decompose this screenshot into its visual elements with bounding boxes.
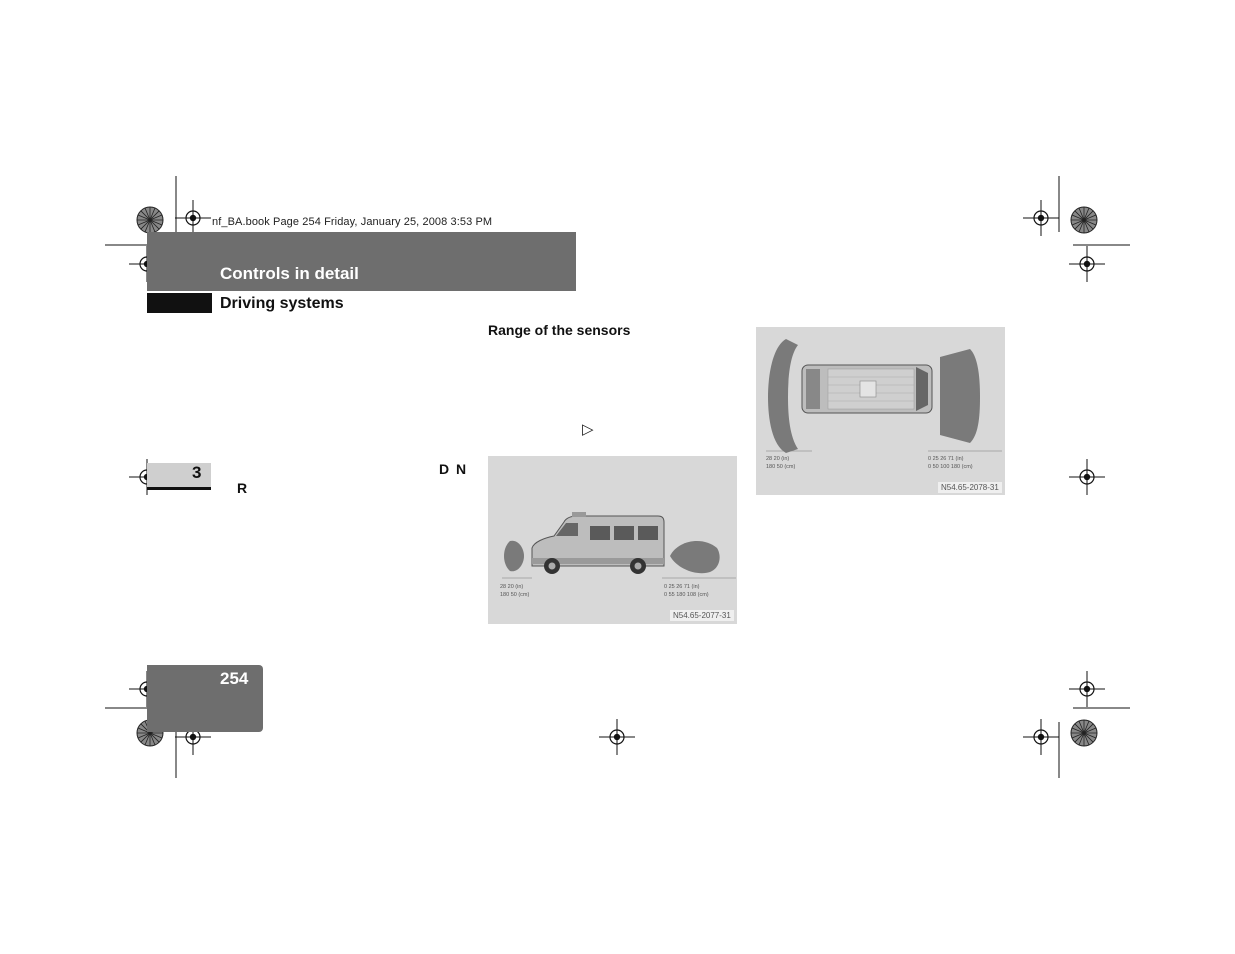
- top-figure-code: N54.65-2078-31: [938, 482, 1002, 493]
- side-scale-left-in: 28 20 (in): [500, 584, 524, 590]
- side-view-illustration: [502, 512, 736, 579]
- chapter-tab-number: 3: [192, 463, 202, 482]
- side-figure-code: N54.65-2077-31: [670, 610, 734, 621]
- rear-sensor-zone: [768, 339, 798, 453]
- side-scale-right-cm: 0 55 180 108 (cm): [664, 592, 709, 598]
- top-view-sensor-figure: 28 20 (in) 180 50 (cm) 0 25 26 71 (in) 0…: [756, 327, 1005, 495]
- page-number-box: [147, 665, 263, 732]
- van-top-icon: [801, 364, 933, 414]
- gear-d-label: D: [439, 461, 450, 477]
- section-title: Driving systems: [220, 295, 344, 312]
- chapter-header-bar: [147, 232, 576, 291]
- top-scale-left-cm: 180 50 (cm): [766, 464, 796, 470]
- side-scale-right-in: 0 25 26 71 (in): [664, 584, 700, 590]
- section-marker: [147, 293, 212, 313]
- book-print-info: nf_BA.book Page 254 Friday, January 25, …: [212, 216, 493, 228]
- side-scale-left-cm: 180 50 (cm): [500, 592, 530, 598]
- section-heading: Range of the sensors: [488, 322, 631, 338]
- top-view-illustration: [766, 339, 1002, 453]
- front-sensor-zone: [940, 349, 980, 443]
- page-number: 254: [220, 669, 249, 688]
- side-view-sensor-figure: 28 20 (in) 180 50 (cm) 0 25 26 71 (in) 0…: [488, 456, 737, 624]
- top-scale-left-in: 28 20 (in): [766, 456, 790, 462]
- chapter-tab: [147, 463, 211, 488]
- chapter-title: Controls in detail: [220, 264, 359, 283]
- front-sensor-zone: [670, 541, 720, 574]
- chapter-tab-underline: [147, 487, 211, 490]
- van-side-icon: [531, 512, 665, 574]
- top-scale-right-cm: 0 50 100 180 (cm): [928, 464, 973, 470]
- rear-sensor-zone: [504, 540, 524, 572]
- gear-n-label: N: [456, 461, 467, 477]
- gear-r-label: R: [237, 480, 248, 496]
- continue-arrow-icon: ▷: [582, 421, 594, 438]
- top-scale-right-in: 0 25 26 71 (in): [928, 456, 964, 462]
